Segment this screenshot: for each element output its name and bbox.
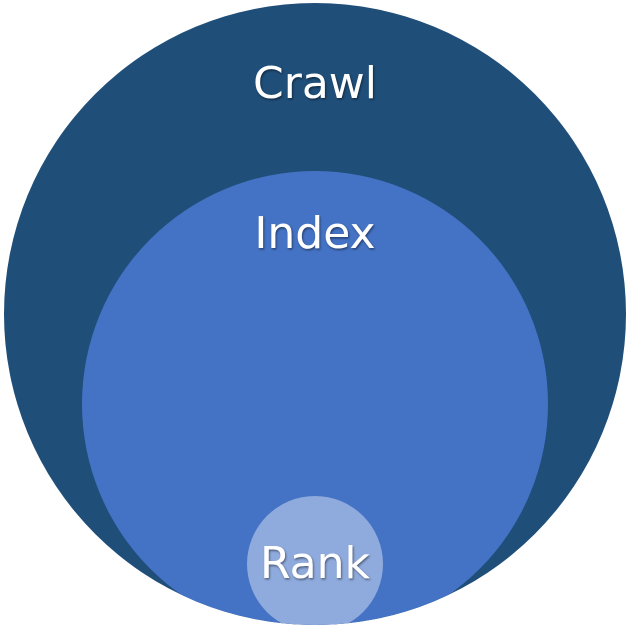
rank-label: Rank bbox=[260, 538, 370, 589]
index-label: Index bbox=[254, 208, 375, 259]
index-circle bbox=[82, 171, 548, 625]
crawl-label: Crawl bbox=[253, 58, 377, 109]
rank-circle bbox=[247, 496, 383, 625]
